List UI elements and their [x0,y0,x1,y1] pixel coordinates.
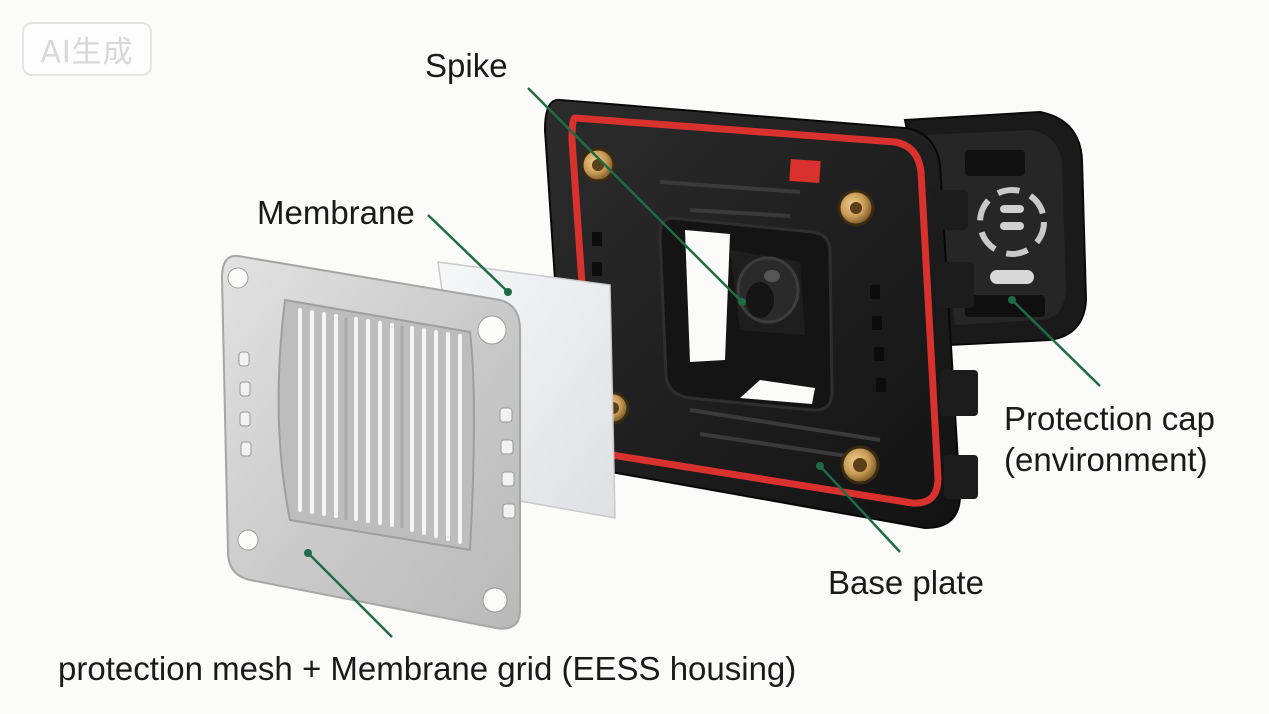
ai-generated-watermark: AI生成 [22,22,152,76]
protection-cap-leader [1011,299,1101,387]
spike-leader [527,87,743,303]
protection-mesh-label: protection mesh + Membrane grid (EESS ho… [58,650,797,687]
membrane-grid [277,298,475,552]
protection-mesh-leader [307,552,393,638]
leader-lines [307,87,1101,638]
leader-dots [304,288,1016,557]
protection-cap-label-line2: (environment) [1004,441,1208,479]
protection-cap-label-line1: Protection cap [1004,400,1215,437]
membrane-leader [427,214,509,293]
protection-cap-label: Protection cap (environment) [1004,398,1215,481]
protection-mesh [220,254,521,630]
membrane-label: Membrane [257,194,415,231]
base-plate-label: Base plate [828,564,984,601]
spike [730,250,805,335]
base-plate-leader [819,465,901,553]
spike-label: Spike [425,47,508,84]
